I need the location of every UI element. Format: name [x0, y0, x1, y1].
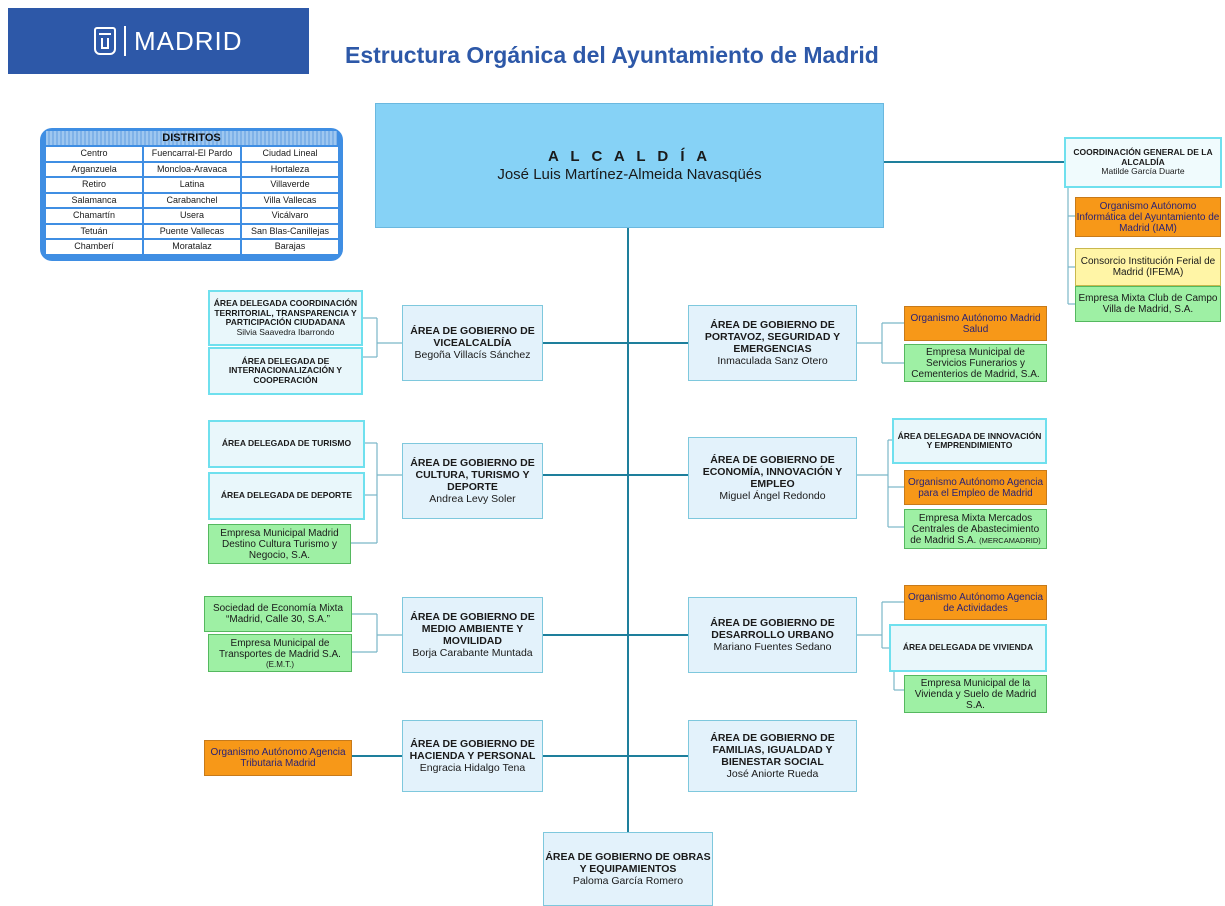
- distrito-cell: Villaverde: [242, 178, 338, 192]
- agencia-tributaria-box: Organismo Autónomo Agencia Tributaria Ma…: [204, 740, 352, 776]
- area-cultura: ÁREA DE GOBIERNO DE CULTURA, TURISMO Y D…: [402, 443, 543, 519]
- area-person: Begoña Villacís Sánchez: [414, 349, 531, 361]
- distrito-cell: Chamartín: [46, 209, 142, 223]
- distrito-cell: Puente Vallecas: [144, 224, 240, 238]
- mercamadrid-name: Empresa Mixta Mercados Centrales de Abas…: [910, 512, 1040, 546]
- emt-text: Empresa Municipal de Transportes de Madr…: [219, 637, 341, 660]
- servicios-funerarios-box: Empresa Municipal de Servicios Funerario…: [904, 344, 1047, 382]
- delegada-vivienda: ÁREA DELEGADA DE VIVIENDA: [889, 624, 1047, 672]
- area-person: Borja Carabante Muntada: [412, 647, 533, 659]
- area-obras: ÁREA DE GOBIERNO DE OBRAS Y EQUIPAMIENTO…: [543, 832, 713, 906]
- coordinacion-general-box: COORDINACIÓN GENERAL DE LA ALCALDÍA Mati…: [1064, 137, 1222, 188]
- alcaldia-title: A L C A L D Í A: [547, 147, 712, 165]
- logo-divider: [124, 26, 126, 56]
- area-person: Andrea Levy Soler: [429, 493, 516, 505]
- area-hacienda: ÁREA DE GOBIERNO DE HACIENDA Y PERSONAL …: [402, 720, 543, 792]
- area-portavoz: ÁREA DE GOBIERNO DE PORTAVOZ, SEGURIDAD …: [688, 305, 857, 381]
- madrid-logo: MADRID: [8, 8, 309, 74]
- agencia-actividades-box: Organismo Autónomo Agencia de Actividade…: [904, 585, 1047, 620]
- mercamadrid-box: Empresa Mixta Mercados Centrales de Abas…: [904, 509, 1047, 549]
- distrito-cell: Usera: [144, 209, 240, 223]
- area-familias: ÁREA DE GOBIERNO DE FAMILIAS, IGUALDAD Y…: [688, 720, 857, 792]
- area-vicealcaldia: ÁREA DE GOBIERNO DE VICEALCALDÍA Begoña …: [402, 305, 543, 381]
- ifema-box: Consorcio Institución Ferial de Madrid (…: [1075, 248, 1221, 286]
- delegada-person: Silvia Saavedra Ibarrondo: [236, 326, 335, 337]
- iam-box: Organismo Autónomo Informática del Ayunt…: [1075, 197, 1221, 237]
- mercamadrid-abbr: (MERCAMADRID): [979, 535, 1041, 545]
- alcaldia-box: A L C A L D Í A José Luis Martínez-Almei…: [375, 103, 884, 228]
- madrid-salud-box: Organismo Autónomo Madrid Salud: [904, 306, 1047, 341]
- distrito-cell: Fuencarral-El Pardo: [144, 147, 240, 161]
- madrid-crest-icon: [94, 27, 116, 55]
- delegada-title: ÁREA DELEGADA COORDINACIÓN TERRITORIAL, …: [213, 298, 358, 327]
- distrito-cell: Centro: [46, 147, 142, 161]
- area-title: ÁREA DE GOBIERNO DE PORTAVOZ, SEGURIDAD …: [704, 319, 841, 355]
- calle30-box: Sociedad de Economía Mixta “Madrid, Call…: [204, 596, 352, 632]
- distrito-cell: Hortaleza: [242, 162, 338, 176]
- area-person: Mariano Fuentes Sedano: [713, 641, 832, 653]
- area-title: ÁREA DE GOBIERNO DE DESARROLLO URBANO: [710, 617, 835, 641]
- distrito-cell: Villa Vallecas: [242, 193, 338, 207]
- logo-text: MADRID: [134, 25, 243, 56]
- distrito-cell: Salamanca: [46, 193, 142, 207]
- page-title: Estructura Orgánica del Ayuntamiento de …: [345, 42, 879, 68]
- delegada-coordinacion-territorial: ÁREA DELEGADA COORDINACIÓN TERRITORIAL, …: [208, 290, 363, 346]
- coordinacion-person: Matilde García Duarte: [1101, 166, 1185, 177]
- area-title: ÁREA DE GOBIERNO DE MEDIO AMBIENTE Y MOV…: [410, 611, 535, 647]
- area-person: Inmaculada Sanz Otero: [717, 355, 828, 367]
- distrito-cell: Vicálvaro: [242, 209, 338, 223]
- area-title: ÁREA DE GOBIERNO DE HACIENDA Y PERSONAL: [409, 738, 536, 762]
- distrito-cell: Barajas: [242, 240, 338, 254]
- distrito-cell: Arganzuela: [46, 162, 142, 176]
- distritos-title: DISTRITOS: [46, 131, 337, 145]
- distrito-cell: Tetuán: [46, 224, 142, 238]
- delegada-deporte: ÁREA DELEGADA DE DEPORTE: [208, 472, 365, 520]
- coordinacion-title: COORDINACIÓN GENERAL DE LA ALCALDÍA: [1073, 147, 1213, 167]
- area-title: ÁREA DE GOBIERNO DE OBRAS Y EQUIPAMIENTO…: [545, 851, 711, 875]
- distrito-cell: Carabanchel: [144, 193, 240, 207]
- delegada-turismo: ÁREA DELEGADA DE TURISMO: [208, 420, 365, 468]
- area-title: ÁREA DE GOBIERNO DE ECONOMÍA, INNOVACIÓN…: [702, 454, 843, 490]
- madrid-destino-box: Empresa Municipal Madrid Destino Cultura…: [208, 524, 351, 564]
- distrito-cell: Latina: [144, 178, 240, 192]
- distrito-cell: San Blas-Canillejas: [242, 224, 338, 238]
- distrito-cell: Moncloa-Aravaca: [144, 162, 240, 176]
- distrito-cell: Chamberí: [46, 240, 142, 254]
- alcaldia-person: José Luis Martínez-Almeida Navasqüés: [497, 165, 762, 183]
- area-person: Miguel Ángel Redondo: [719, 490, 826, 502]
- mercamadrid-text: Empresa Mixta Mercados Centrales de Abas…: [905, 513, 1046, 546]
- area-title: ÁREA DE GOBIERNO DE FAMILIAS, IGUALDAD Y…: [710, 732, 835, 768]
- area-title: ÁREA DE GOBIERNO DE CULTURA, TURISMO Y D…: [410, 457, 535, 493]
- agencia-empleo-box: Organismo Autónomo Agencia para el Emple…: [904, 470, 1047, 505]
- area-person: José Aniorte Rueda: [726, 768, 819, 780]
- delegada-internacionalizacion: ÁREA DELEGADA DE INTERNACIONALIZACIÓN Y …: [208, 347, 363, 395]
- area-medio-ambiente: ÁREA DE GOBIERNO DE MEDIO AMBIENTE Y MOV…: [402, 597, 543, 673]
- delegada-innovacion: ÁREA DELEGADA DE INNOVACIÓN Y EMPRENDIMI…: [892, 418, 1047, 464]
- area-desarrollo-urbano: ÁREA DE GOBIERNO DE DESARROLLO URBANO Ma…: [688, 597, 857, 673]
- club-campo-box: Empresa Mixta Club de Campo Villa de Mad…: [1075, 286, 1221, 322]
- distrito-cell: Moratalaz: [144, 240, 240, 254]
- area-person: Paloma García Romero: [572, 875, 684, 887]
- emt-box: Empresa Municipal de Transportes de Madr…: [208, 634, 352, 672]
- area-person: Engracia Hidalgo Tena: [419, 762, 526, 774]
- distrito-cell: Retiro: [46, 178, 142, 192]
- area-title: ÁREA DE GOBIERNO DE VICEALCALDÍA: [410, 325, 535, 349]
- emvs-box: Empresa Municipal de la Vivienda y Suelo…: [904, 675, 1047, 713]
- emt-abbr: (E.M.T.): [266, 659, 294, 669]
- area-economia: ÁREA DE GOBIERNO DE ECONOMÍA, INNOVACIÓN…: [688, 437, 857, 519]
- distrito-cell: Ciudad Lineal: [242, 147, 338, 161]
